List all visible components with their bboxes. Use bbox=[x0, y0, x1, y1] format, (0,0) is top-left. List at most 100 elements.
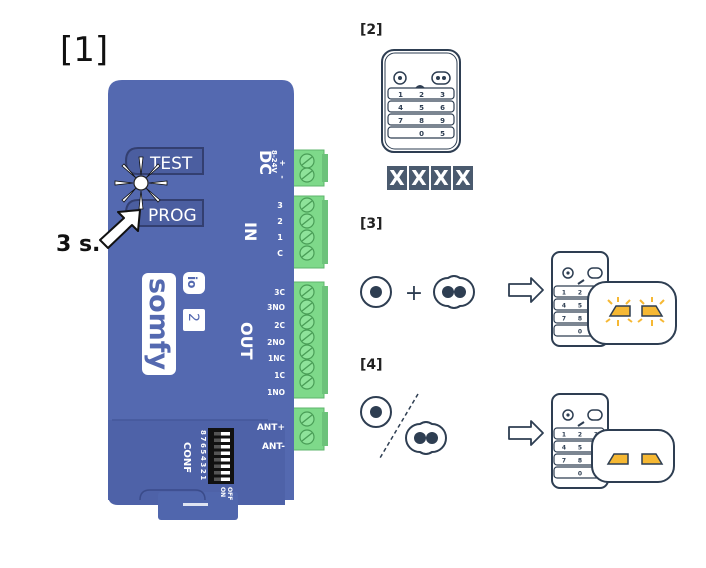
keypad-key[interactable]: 2 bbox=[578, 290, 582, 297]
code-digit-2: X bbox=[409, 166, 429, 190]
terminal-screw bbox=[299, 167, 315, 183]
step-3-buttons: + bbox=[360, 275, 475, 309]
led-flash-icon bbox=[114, 156, 168, 210]
dc-pin-minus: - bbox=[278, 175, 287, 178]
keypad-key[interactable]: 5 bbox=[578, 303, 582, 310]
terminal-screw bbox=[299, 374, 315, 390]
code-digit-4: X bbox=[453, 166, 473, 190]
keypad-row: 1 2 3 bbox=[387, 87, 455, 100]
pointer-arrow-icon bbox=[99, 209, 141, 249]
keypad-key[interactable]: 6 bbox=[440, 104, 445, 112]
out-label: OUT bbox=[237, 322, 256, 360]
terminal-screw bbox=[299, 329, 315, 345]
hold-duration-label: 3 s. bbox=[56, 232, 101, 257]
test-button[interactable]: TEST bbox=[124, 147, 204, 175]
keypad-key[interactable]: 5 bbox=[440, 130, 445, 138]
in-pin-label: 1 bbox=[277, 233, 283, 242]
dip-switch[interactable] bbox=[214, 438, 230, 443]
indicator-lamp-icon bbox=[606, 453, 629, 465]
in-pin-label: 3 bbox=[277, 201, 283, 210]
keypad-key[interactable]: 4 bbox=[398, 104, 403, 112]
dc-label: DC bbox=[256, 150, 275, 175]
indicator-lamp-icon bbox=[605, 297, 633, 326]
terminal-screw bbox=[299, 344, 315, 360]
dip-switch[interactable] bbox=[214, 445, 230, 449]
keypad-key[interactable]: 8 bbox=[578, 458, 582, 465]
dip-switch[interactable] bbox=[214, 451, 230, 456]
step-4-buttons bbox=[360, 393, 447, 459]
in-pin-label: C bbox=[277, 249, 283, 258]
dip-switch[interactable] bbox=[214, 432, 230, 436]
terminal-screws bbox=[299, 153, 315, 445]
channel-badge: 2 bbox=[183, 309, 205, 331]
keypad-key[interactable]: 2 bbox=[578, 432, 582, 439]
ant-plus-label: ANT+ bbox=[257, 423, 285, 433]
indicator-bubble bbox=[591, 429, 675, 483]
out-pin-label: 3NO bbox=[267, 303, 285, 312]
keypad-key[interactable]: 7 bbox=[562, 316, 566, 323]
keypad-key[interactable]: 0 bbox=[419, 130, 424, 138]
keypad-row: 7 8 9 bbox=[387, 113, 455, 126]
keypad-key[interactable]: 5 bbox=[419, 104, 424, 112]
keypad-key[interactable]: 4 bbox=[562, 303, 566, 310]
ant-minus-label: ANT- bbox=[262, 442, 285, 452]
terminal-screw bbox=[299, 429, 315, 445]
keypad-key[interactable]: 1 bbox=[398, 91, 403, 99]
code-digit-1: X bbox=[387, 166, 407, 190]
dip-switch[interactable] bbox=[214, 464, 230, 469]
right-arrow-icon bbox=[508, 277, 544, 303]
terminal-screw bbox=[299, 229, 315, 245]
keypad-key[interactable]: 4 bbox=[562, 445, 566, 452]
step-1-label: [1] bbox=[60, 30, 109, 70]
divider-dashed-line bbox=[379, 393, 419, 459]
dip-switch-block[interactable] bbox=[208, 428, 234, 484]
terminal-screw bbox=[299, 213, 315, 229]
somfy-logo: somfy bbox=[142, 273, 176, 375]
keypad-key[interactable]: 8 bbox=[578, 316, 582, 323]
terminal-screw bbox=[299, 359, 315, 375]
dip-switch[interactable] bbox=[214, 471, 230, 475]
keypad-key[interactable]: 8 bbox=[419, 117, 424, 125]
keypad-key[interactable]: 7 bbox=[562, 458, 566, 465]
keypad-key[interactable]: 5 bbox=[578, 445, 582, 452]
single-button-icon bbox=[360, 276, 392, 308]
terminal-screw bbox=[299, 411, 315, 427]
out-pin-label: 2NO bbox=[267, 338, 285, 347]
in-label: IN bbox=[241, 222, 260, 241]
single-button-icon bbox=[360, 396, 392, 428]
io-badge: io bbox=[183, 272, 205, 294]
prog-label: PROG bbox=[148, 206, 197, 226]
out-pin-label: 3C bbox=[274, 288, 285, 297]
terminal-screw bbox=[299, 245, 315, 261]
keypad-key[interactable]: 3 bbox=[440, 91, 445, 99]
keypad-key[interactable]: 2 bbox=[419, 91, 424, 99]
indicator-lamp-icon bbox=[641, 453, 664, 465]
out-pin-label: 2C bbox=[274, 321, 285, 330]
keypad-key[interactable]: 7 bbox=[398, 117, 403, 125]
dip-switch[interactable] bbox=[214, 458, 230, 462]
keypad-key[interactable]: 1 bbox=[562, 432, 566, 439]
dip-on-label: ON bbox=[219, 487, 226, 497]
keypad-key[interactable]: 0 bbox=[578, 329, 582, 336]
bottom-cover bbox=[108, 420, 285, 505]
out-pin-label: 1C bbox=[274, 371, 285, 380]
terminal-screw bbox=[299, 314, 315, 330]
indicator-bubble bbox=[587, 281, 677, 345]
double-button-icon bbox=[431, 71, 451, 85]
svg-text:io: io bbox=[185, 276, 199, 288]
dip-off-label: OFF bbox=[226, 487, 233, 500]
keypad-key[interactable]: 1 bbox=[562, 290, 566, 297]
right-arrow-icon bbox=[508, 420, 544, 446]
keypad-key[interactable]: 0 bbox=[578, 471, 582, 478]
code-digit-3: X bbox=[431, 166, 451, 190]
test-label: TEST bbox=[149, 154, 193, 174]
single-button-icon bbox=[393, 71, 407, 85]
terminal-screw bbox=[299, 284, 315, 300]
step-3-label: [3] bbox=[360, 216, 383, 232]
dip-switch[interactable] bbox=[214, 477, 230, 482]
keypad-key[interactable]: 9 bbox=[440, 117, 445, 125]
plus-sign: + bbox=[405, 281, 423, 306]
step-2-label: [2] bbox=[360, 22, 383, 38]
